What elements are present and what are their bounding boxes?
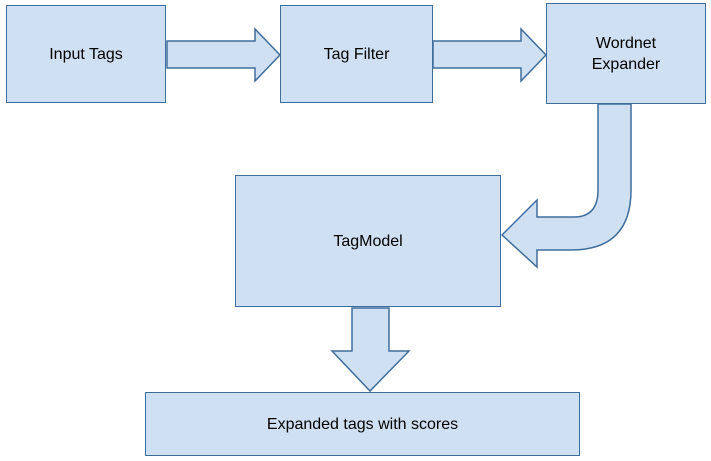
node-label: Tag Filter bbox=[323, 45, 390, 63]
arrow-tagmodel-to-expanded bbox=[330, 307, 411, 393]
node-wordnet-expander: Wordnet Expander bbox=[546, 3, 706, 104]
node-label: Expanded tags with scores bbox=[266, 415, 459, 433]
node-input-tags: Input Tags bbox=[6, 5, 166, 103]
arrow-filter-to-wordnet bbox=[432, 27, 548, 83]
arrow-wordnet-to-tagmodel bbox=[500, 103, 632, 269]
node-label: Wordnet Expander bbox=[591, 34, 661, 73]
node-tag-model: TagModel bbox=[235, 175, 501, 307]
node-expanded-tags: Expanded tags with scores bbox=[145, 392, 580, 456]
arrow-input-to-filter bbox=[166, 27, 282, 83]
node-label: TagModel bbox=[333, 232, 403, 250]
node-tag-filter: Tag Filter bbox=[280, 5, 433, 103]
node-label: Input Tags bbox=[49, 45, 123, 63]
